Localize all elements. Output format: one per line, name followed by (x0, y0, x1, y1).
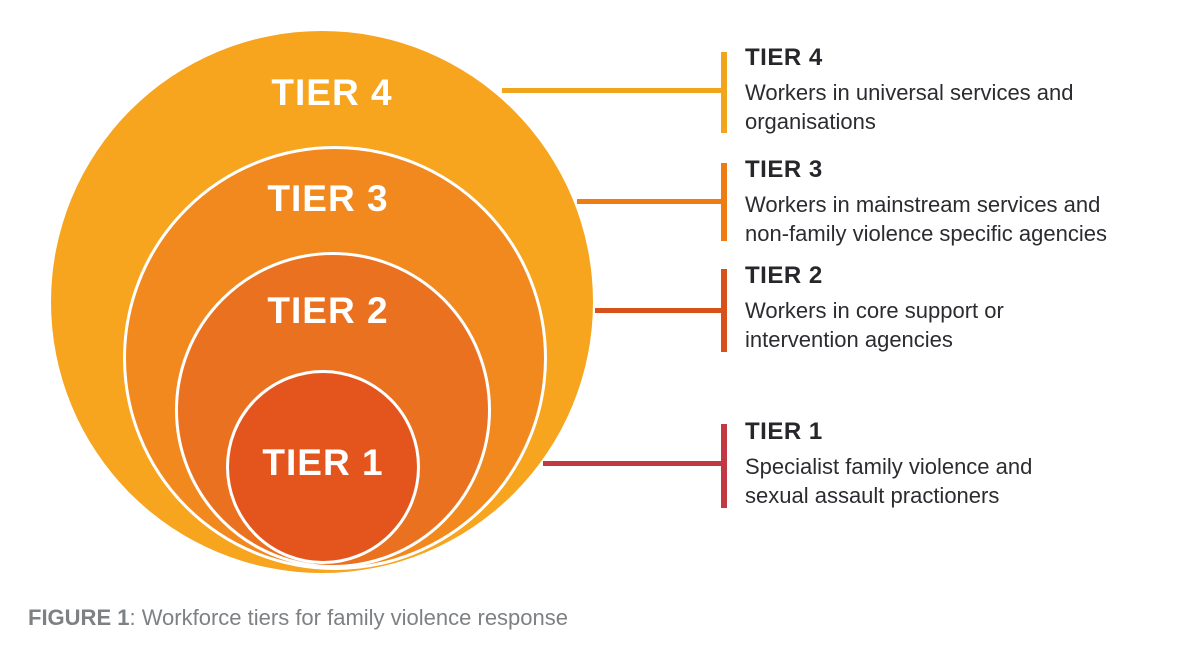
tier4-connector-line (502, 88, 722, 93)
tier4-circle-label: TIER 4 (271, 72, 393, 113)
tier1-circle (226, 370, 420, 564)
figure-caption-text: : Workforce tiers for family violence re… (129, 605, 568, 630)
tier2-accent-bar (721, 269, 727, 352)
tier3-description-line2: non-family violence specific agencies (745, 221, 1107, 246)
tier1-connector-line (543, 461, 722, 466)
tier3-circle-label: TIER 3 (267, 178, 389, 219)
tier2-callout: TIER 2 Workers in core support or interv… (745, 262, 1194, 354)
tier2-description-line2: intervention agencies (745, 327, 953, 352)
tier4-callout: TIER 4 Workers in universal services and… (745, 44, 1194, 136)
tier4-accent-bar (721, 52, 727, 133)
tier3-description-line1: Workers in mainstream services and (745, 192, 1101, 217)
tier2-connector-line (595, 308, 722, 313)
tier1-heading: TIER 1 (745, 418, 823, 445)
tier3-heading: TIER 3 (745, 156, 823, 183)
tier2-circle-label: TIER 2 (267, 290, 389, 331)
figure-caption-label: FIGURE 1 (28, 605, 130, 630)
tier3-accent-bar (721, 163, 727, 241)
tier1-description-line1: Specialist family violence and (745, 454, 1033, 479)
tier4-description-line1: Workers in universal services and (745, 80, 1074, 105)
tier3-connector-line (577, 199, 722, 204)
tier1-circle-label: TIER 1 (262, 442, 384, 483)
figure-caption: FIGURE 1: Workforce tiers for family vio… (28, 605, 568, 631)
tier2-heading: TIER 2 (745, 262, 823, 289)
tier1-callout: TIER 1 Specialist family violence and se… (745, 418, 1194, 510)
tier2-description-line1: Workers in core support or (745, 298, 1004, 323)
tier1-accent-bar (721, 424, 727, 508)
tier3-callout: TIER 3 Workers in mainstream services an… (745, 156, 1194, 248)
tier4-heading: TIER 4 (745, 44, 823, 71)
tier4-description-line2: organisations (745, 109, 876, 134)
tier1-description-line2: sexual assault practioners (745, 483, 1000, 508)
